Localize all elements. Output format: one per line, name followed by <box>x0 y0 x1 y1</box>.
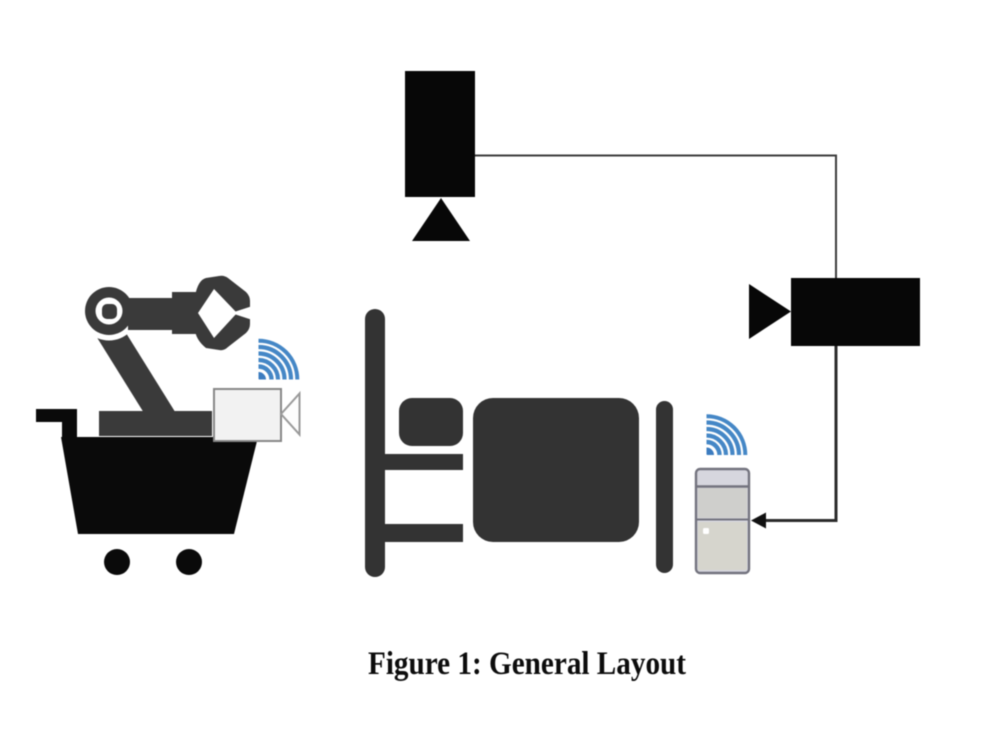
svg-text:Figure 1: General Layout: Figure 1: General Layout <box>368 646 686 682</box>
